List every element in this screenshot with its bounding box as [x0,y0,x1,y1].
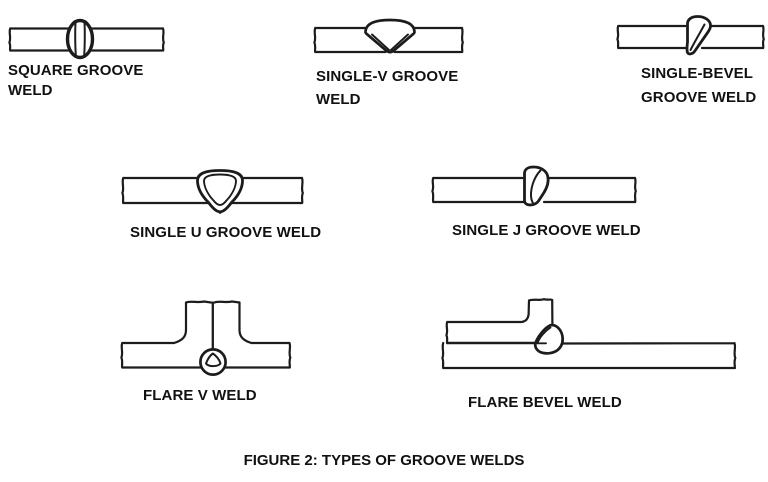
single-bevel-groove-weld-diagram [616,15,765,56]
figure-caption: FIGURE 2: TYPES OF GROOVE WELDS [243,452,525,469]
single-v-groove-weld-figure [310,15,470,60]
single-v-groove-weld-diagram [313,18,464,54]
flare-v-weld-figure [115,293,295,385]
single-j-groove-weld-label: SINGLE J GROOVE WELD [452,222,641,239]
flare-bevel-weld-label: FLARE BEVEL WELD [468,394,622,411]
square-groove-weld-diagram [8,18,165,60]
single-j-groove-weld-figure [428,160,640,212]
flare-v-weld-label: FLARE V WELD [143,387,257,404]
single-bevel-groove-weld-figure [613,10,768,60]
single-v-groove-weld-label: SINGLE-V GROOVE WELD [316,68,459,108]
flare-v-weld-diagram [120,300,292,376]
single-u-groove-weld-label: SINGLE U GROOVE WELD [130,224,322,241]
square-groove-weld-label: SQUARE GROOVE WELD [8,62,144,99]
flare-bevel-weld-diagram [441,298,737,370]
single-bevel-groove-weld-label: SINGLE-BEVEL GROOVE WELD [641,65,757,106]
square-groove-weld-figure [5,15,175,65]
flare-bevel-weld-figure [435,290,740,375]
single-u-groove-weld-diagram [121,169,304,214]
single-u-groove-weld-figure [120,160,305,218]
single-j-groove-weld-diagram [431,165,637,207]
